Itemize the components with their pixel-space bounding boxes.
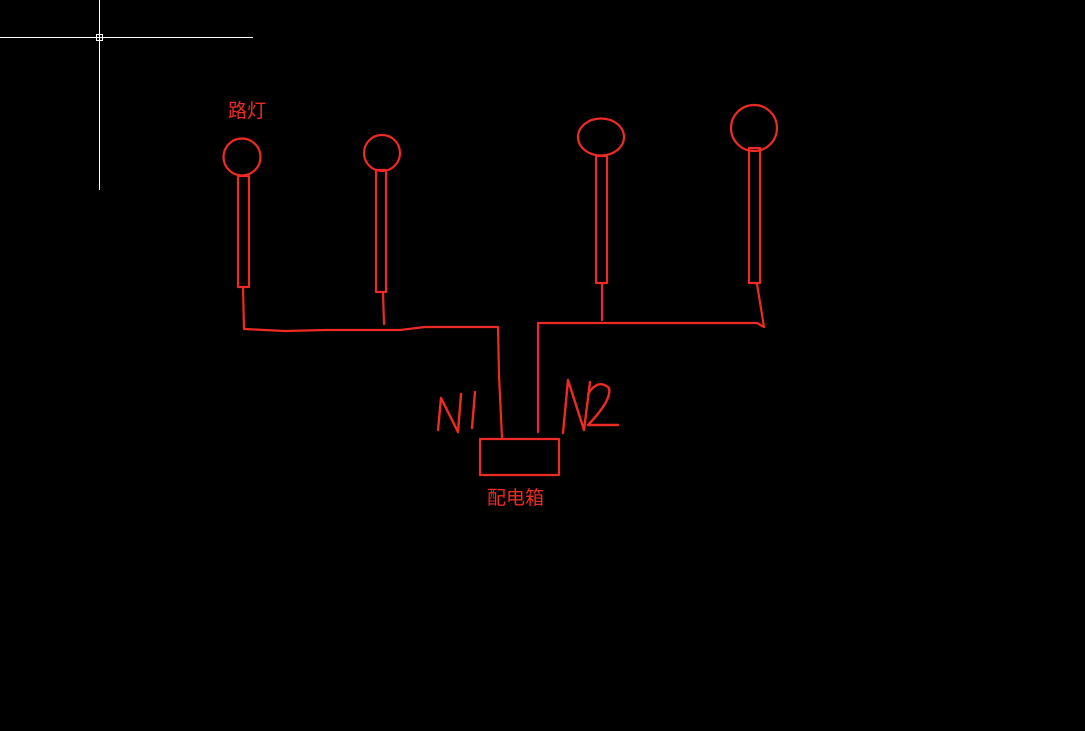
circuit-n1-branch <box>381 290 386 326</box>
lamp-pole <box>747 146 762 285</box>
lamp-pole <box>236 174 251 289</box>
street-light-4[interactable] <box>729 103 779 285</box>
lamp-head-icon <box>729 103 779 153</box>
distribution-box-label: 配电箱 <box>487 487 544 509</box>
street-light-2[interactable] <box>362 133 402 294</box>
crosshair-cursor-icon <box>0 0 253 190</box>
lamp-pole <box>374 168 388 294</box>
circuit-n1-wire[interactable] <box>241 286 504 440</box>
distribution-box[interactable] <box>478 437 561 477</box>
label-n1 <box>436 390 477 434</box>
street-light-label: 路灯 <box>228 100 266 122</box>
street-light-1[interactable] <box>222 137 262 289</box>
circuit-n2-wire[interactable] <box>536 282 766 434</box>
label-n2 <box>561 378 620 435</box>
